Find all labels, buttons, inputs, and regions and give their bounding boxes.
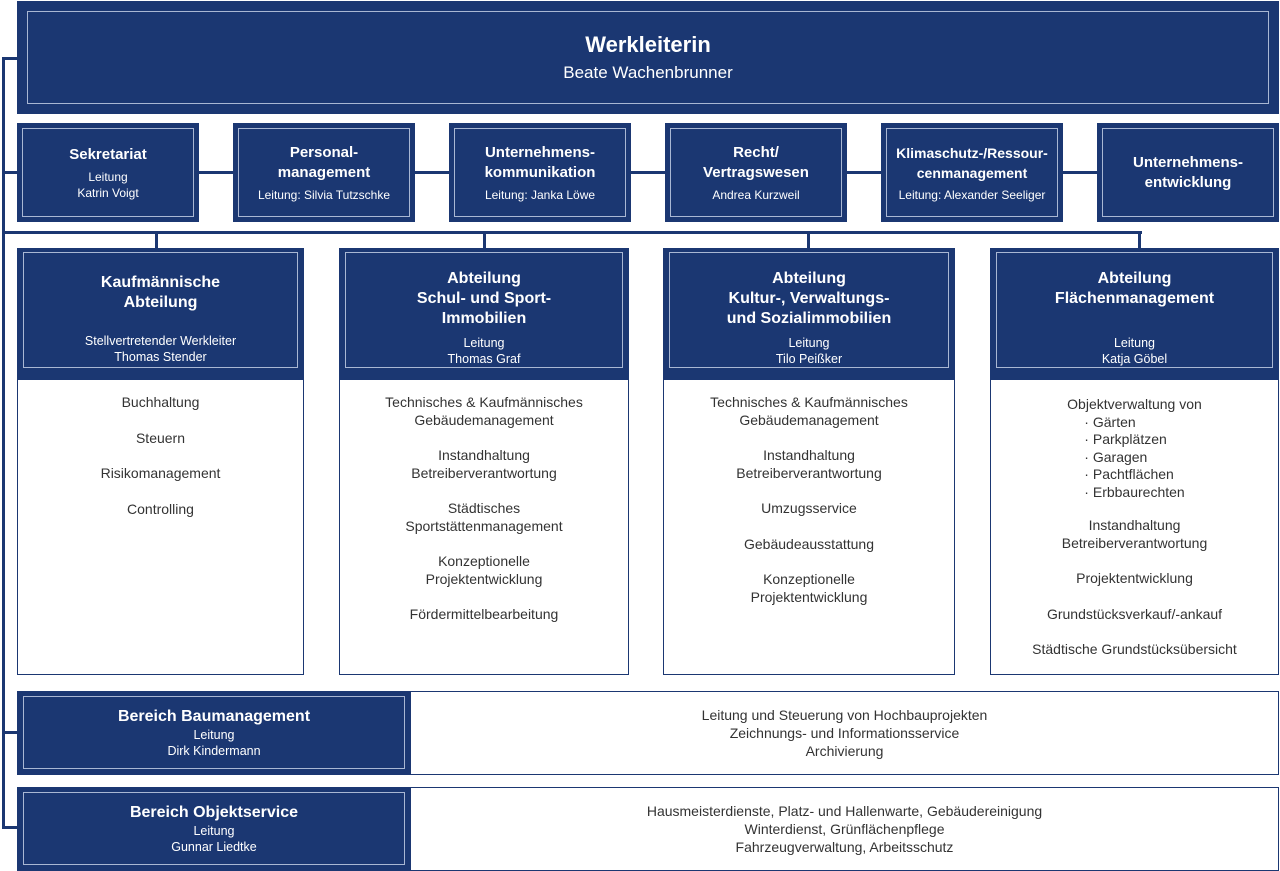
dept-title: Abteilung Flächenmanagement — [1054, 270, 1215, 307]
dept-task: Instandhaltung Betreiberverantwortung — [411, 447, 557, 481]
dept-task: Fördermittelbearbeitung — [409, 606, 559, 622]
objekt-item: Parkplätzen — [1084, 431, 1184, 449]
staff-box-recht: Recht/ Vertragswesen Andrea Kurzweil — [665, 123, 847, 222]
dept-task: Technisches & Kaufmännisches Gebäudemana… — [385, 394, 583, 428]
dept-task: Umzugsservice — [761, 500, 857, 516]
dept-task: Instandhaltung Betreiberverantwortung — [736, 447, 882, 481]
staff-title: Recht/ Vertragswesen — [703, 143, 809, 181]
staff-title: Personal- management — [277, 143, 371, 181]
connector-left-vertical — [2, 57, 5, 829]
connector-dept-2 — [483, 231, 486, 248]
connector-bar-1 — [2, 731, 18, 734]
objekt-item: Erbbaurechten — [1084, 484, 1185, 502]
dept-header-flaechen: Abteilung Flächenmanagement Leitung Katj… — [990, 248, 1279, 380]
bar-title: Bereich Baumanagement — [117, 707, 311, 725]
staff-title: Unternehmens- kommunikation — [484, 143, 596, 181]
bar-task: Leitung und Steuerung von Hochbauprojekt… — [701, 707, 988, 723]
bar-task: Archivierung — [805, 743, 884, 759]
bar-tasks-objektservice: Hausmeisterdienste, Platz- und Hallenwar… — [410, 787, 1279, 871]
bar-task: Hausmeisterdienste, Platz- und Hallenwar… — [646, 803, 1043, 819]
dept-header-schul-sport: Abteilung Schul- und Sport- Immobilien L… — [339, 248, 629, 380]
connector-dept-3 — [807, 231, 810, 248]
staff-box-sekretariat: Sekretariat Leitung Katrin Voigt — [17, 123, 199, 222]
staff-sub: Leitung: Janka Löwe — [484, 187, 596, 202]
dept-title: Abteilung Kultur-, Verwaltungs- und Sozi… — [726, 270, 892, 327]
dept-task: Buchhaltung — [121, 394, 200, 410]
bar-header-baumanagement: Bereich Baumanagement Leitung Dirk Kinde… — [17, 691, 411, 775]
objekt-head: Objektverwaltung von — [1067, 396, 1202, 412]
dept-task: Risikomanagement — [100, 465, 221, 481]
dept-task: Steuern — [135, 429, 186, 446]
dept-task: Projektentwicklung — [1076, 570, 1193, 586]
dept-task: Städtische Grundstücksübersicht — [1032, 641, 1237, 657]
dept-sub: Leitung Thomas Graf — [447, 336, 521, 366]
head-box: Werkleiterin Beate Wachenbrunner — [17, 1, 1279, 114]
dept-task: Controlling — [127, 500, 194, 517]
connector-bar-2 — [2, 826, 18, 829]
bar-task: Fahrzeugverwaltung, Arbeitsschutz — [735, 839, 954, 855]
bar-sub-name: Gunnar Liedtke — [171, 839, 257, 854]
dept-task: Technisches & Kaufmännisches Gebäudemana… — [710, 394, 908, 428]
staff-sub: Leitung Katrin Voigt — [77, 169, 139, 200]
staff-box-entwicklung: Unternehmens- entwicklung — [1097, 123, 1279, 222]
dept-header-kultur: Abteilung Kultur-, Verwaltungs- und Sozi… — [663, 248, 955, 380]
dept-task: Städtisches Sportstättenmanagement — [405, 500, 563, 534]
dept-title: Kaufmännische Abteilung — [100, 274, 221, 311]
connector-head — [2, 57, 18, 60]
dept-task: Instandhaltung Betreiberverantwortung — [1061, 517, 1208, 551]
objekt-item: Gärten — [1084, 414, 1184, 432]
bar-task: Zeichnungs- und Informationsservice — [729, 725, 960, 741]
dept-task: Konzeptionelle Projektentwicklung — [425, 553, 543, 587]
head-title: Werkleiterin — [585, 31, 711, 57]
staff-box-kommunikation: Unternehmens- kommunikation Leitung: Jan… — [449, 123, 631, 222]
dept-task: Gebäudeausstattung — [744, 535, 874, 552]
connector-dept-1 — [155, 231, 158, 248]
dept-task: Konzeptionelle Projektentwicklung — [750, 571, 868, 605]
staff-title: Unternehmens- entwicklung — [1132, 153, 1244, 191]
dept-sub: Leitung Tilo Peißker — [775, 336, 843, 366]
objekt-list: Gärten Parkplätzen Garagen Pachtflächen … — [1084, 414, 1185, 502]
bar-header-objektservice: Bereich Objektservice Leitung Gunnar Lie… — [17, 787, 411, 871]
dept-title: Abteilung Schul- und Sport- Immobilien — [416, 270, 552, 327]
staff-sub: Andrea Kurzweil — [712, 187, 800, 202]
bar-sub-name: Dirk Kindermann — [167, 743, 261, 758]
dept-sub: Leitung Katja Göbel — [1101, 336, 1168, 366]
staff-sub: Leitung: Alexander Seeliger — [898, 187, 1046, 202]
dept-header-kaufmaennisch: Kaufmännische Abteilung Stellvertretende… — [17, 248, 304, 380]
bar-tasks-baumanagement: Leitung und Steuerung von Hochbauprojekt… — [410, 691, 1279, 775]
objekt-item: Pachtflächen — [1084, 466, 1184, 484]
connector-dept-row — [2, 231, 1142, 234]
staff-sub: Leitung: Silvia Tutzschke — [257, 187, 391, 202]
head-inner: Werkleiterin Beate Wachenbrunner — [27, 11, 1269, 104]
bar-sub-label: Leitung — [193, 823, 235, 838]
staff-box-klimaschutz: Klimaschutz-/Ressour- cenmanagement Leit… — [881, 123, 1063, 222]
bar-title: Bereich Objektservice — [129, 803, 299, 821]
head-name: Beate Wachenbrunner — [563, 62, 733, 82]
staff-box-personal: Personal- management Leitung: Silvia Tut… — [233, 123, 415, 222]
dept-task: Grundstücksverkauf/-ankauf — [1046, 605, 1223, 622]
staff-title: Klimaschutz-/Ressour- cenmanagement — [896, 144, 1048, 181]
staff-title: Sekretariat — [69, 145, 147, 163]
bar-task: Winterdienst, Grünflächenpflege — [744, 821, 945, 837]
objekt-item: Garagen — [1084, 449, 1184, 467]
dept-sub: Stellvertretender Werkleiter Thomas Sten… — [84, 334, 237, 364]
connector-dept-4 — [1138, 231, 1141, 248]
bar-sub-label: Leitung — [193, 727, 235, 742]
